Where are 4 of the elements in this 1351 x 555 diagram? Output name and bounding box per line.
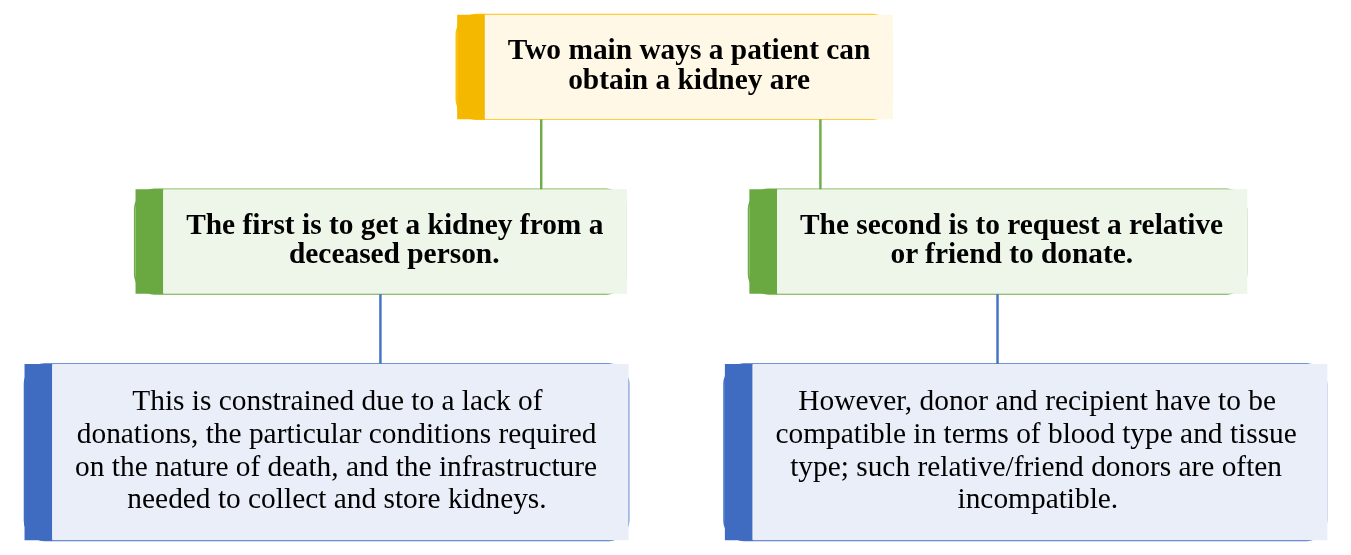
connector [379, 294, 382, 364]
connector [819, 119, 822, 190]
connector [540, 119, 543, 190]
connector [996, 294, 999, 364]
